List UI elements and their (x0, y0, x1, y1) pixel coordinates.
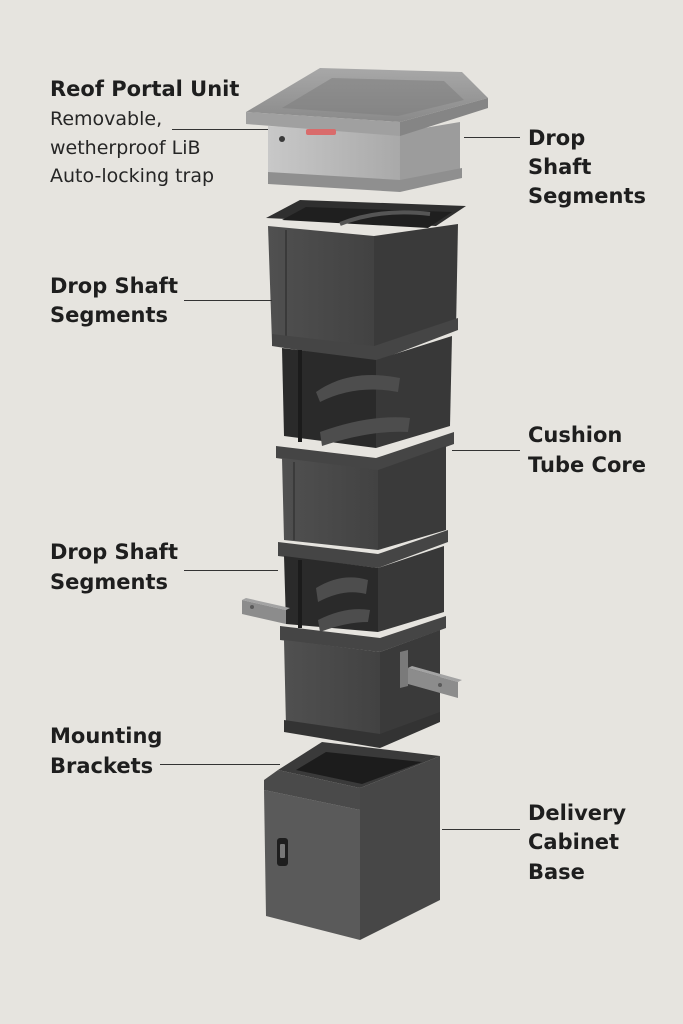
roof-portal-unit (246, 68, 488, 192)
segment-2-spiral-ramp-lower (320, 417, 410, 446)
delivery-cabinet-line1: Delivery (528, 801, 627, 825)
segment-5-side (380, 630, 440, 740)
delivery-cabinet-base (264, 742, 440, 940)
leader-drop-left-a (184, 300, 272, 301)
roof-cap-side-edge (400, 98, 488, 136)
segment-5-front (284, 640, 380, 740)
segment-1-spiral-edge (339, 210, 431, 226)
segment-4-side (378, 546, 444, 632)
cabinet-front (264, 790, 360, 940)
roof-cap-panel (282, 78, 464, 116)
segment-3-side (378, 446, 446, 550)
segment-2-collar (272, 318, 458, 362)
shaft-segment-5 (280, 616, 446, 748)
segment-2-spiral-ramp (316, 375, 400, 402)
cushion-tube-line2: Tube Core (528, 453, 646, 477)
segment-3-collar (276, 432, 454, 472)
leader-roof-portal (172, 129, 268, 130)
roof-body-front (268, 126, 400, 186)
shaft-segment-1 (266, 200, 466, 356)
delivery-cabinet-line2: Cabinet (528, 830, 620, 854)
segment-3-front (282, 458, 378, 550)
drop-shaft-right-line2: Shaft (528, 155, 592, 179)
roof-lock-dot (279, 136, 285, 142)
leader-drop-right (464, 137, 520, 138)
roof-portal-desc-line3: Auto-locking trap (50, 165, 215, 187)
roof-body-side (400, 122, 460, 186)
cushion-tube-line1: Cushion (528, 423, 623, 447)
roof-cap-front-edge (246, 112, 400, 136)
segment-5-collar (280, 616, 446, 652)
drop-shaft-left-a-line1: Drop Shaft (50, 274, 178, 298)
shaft-segment-3 (276, 432, 454, 550)
drop-shaft-left-b-line2: Segments (50, 570, 169, 594)
cabinet-front-rim (264, 770, 360, 810)
drop-shaft-left-b-line1: Drop Shaft (50, 540, 178, 564)
segment-1-front (268, 226, 374, 356)
mounting-bracket-right (400, 650, 462, 698)
drop-shaft-right-line1: Drop (528, 126, 586, 150)
leader-mounting (160, 764, 280, 765)
mounting-brackets-line2: Brackets (50, 754, 154, 778)
segment-4-spiral-ramp-lower (318, 609, 370, 632)
segment-1-side (374, 224, 458, 356)
leader-delivery (442, 829, 520, 830)
leader-drop-left-b (184, 570, 278, 571)
roof-indicator-light (306, 129, 336, 135)
segment-4-collar (278, 530, 448, 568)
drop-shaft-left-a-line2: Segments (50, 303, 169, 327)
segment-5-bottom-lip (284, 712, 440, 748)
roof-portal-desc-line1: Removable, (50, 108, 163, 130)
shaft-segment-4 (278, 530, 448, 632)
roof-base-flange (268, 168, 462, 192)
cabinet-side (360, 756, 440, 940)
mounting-bracket-left (242, 598, 290, 624)
mounting-brackets-line1: Mounting (50, 724, 163, 748)
drop-shaft-right-line3: Segments (528, 184, 647, 208)
delivery-cabinet-line3: Base (528, 860, 585, 884)
roof-portal-desc-line2: wetherproof LiB (50, 137, 201, 159)
segment-4-spiral-ramp (316, 577, 368, 602)
leader-cushion (452, 450, 520, 451)
cabinet-top-opening (296, 752, 422, 784)
shaft-segment-2 (272, 318, 458, 448)
roof-portal-title: Reof Portal Unit (50, 77, 240, 101)
